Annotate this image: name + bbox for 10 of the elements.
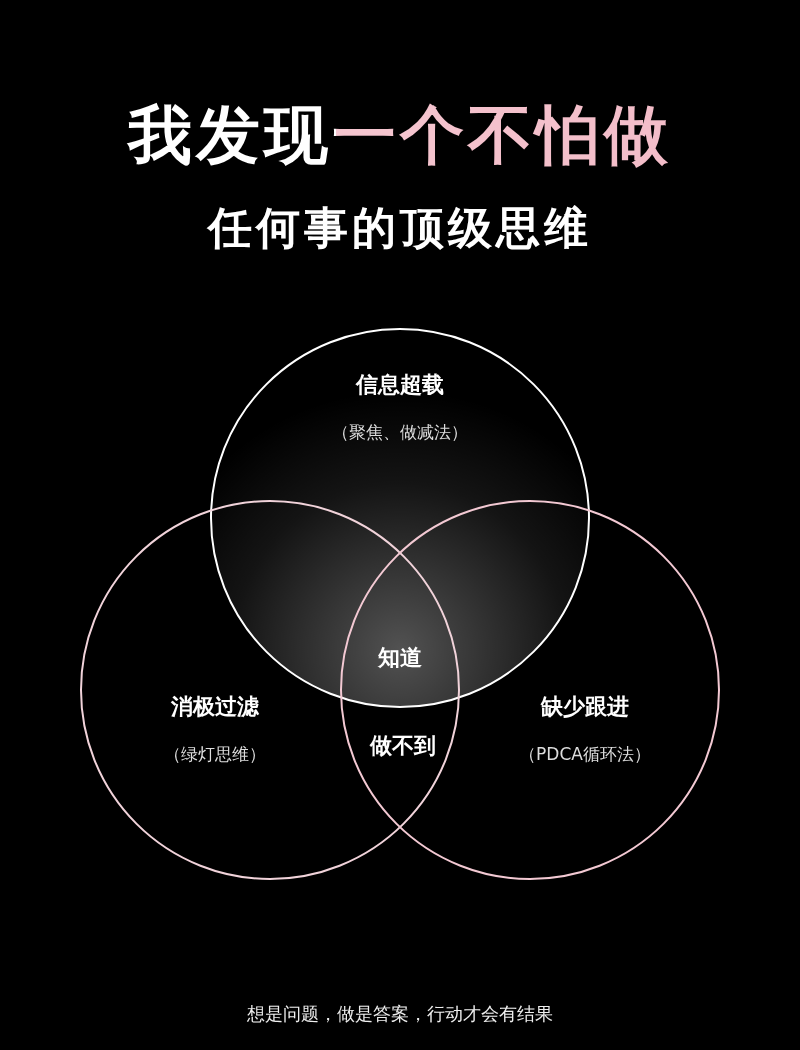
subtitle: 任何事的顶级思维 <box>208 201 592 255</box>
circle-heading: 消极过滤 <box>171 693 259 721</box>
circle-heading: 信息超载 <box>356 371 444 399</box>
circle-subtext: （聚焦、做减法） <box>332 421 468 444</box>
circle-subtext: （绿灯思维） <box>164 743 266 766</box>
circle-heading: 缺少跟进 <box>541 693 629 721</box>
circle-subtext: （PDCA循环法） <box>519 743 651 766</box>
center-text: 知道 <box>378 643 422 672</box>
center-text: 做不到 <box>370 731 436 760</box>
caption: 想是问题，做是答案，行动才会有结果 <box>246 1002 554 1026</box>
